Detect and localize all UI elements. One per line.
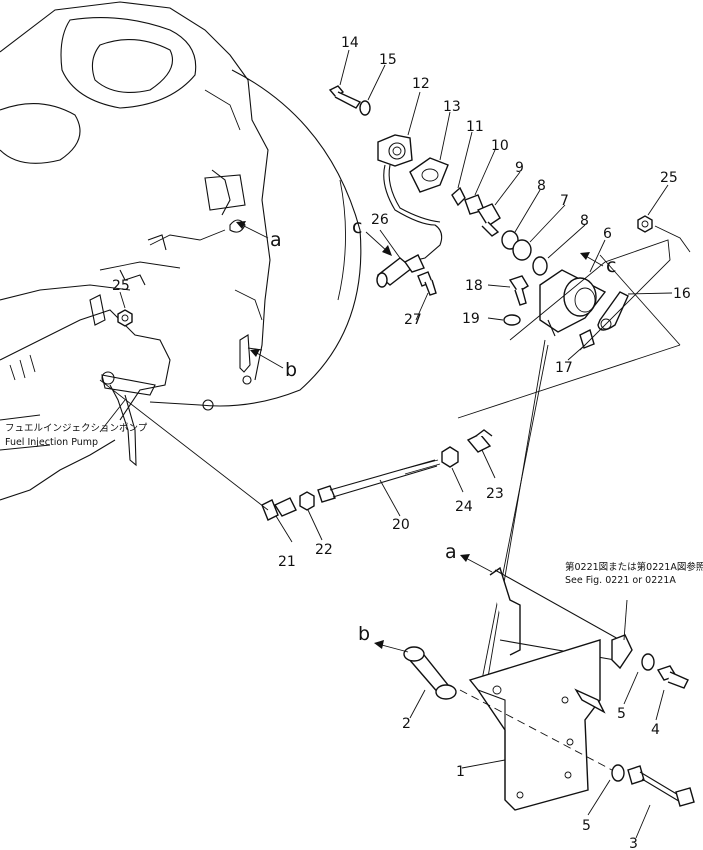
bushing-8-lower	[532, 256, 548, 276]
see-fig-note-jp: 第0221図または第0221A図参照	[565, 561, 703, 573]
callout-4: 4	[651, 722, 660, 738]
bolt-3	[627, 765, 695, 807]
callout-6: 6	[603, 226, 612, 242]
sensor-26	[376, 254, 425, 288]
callout-11: 11	[466, 119, 484, 135]
callout-24: 24	[455, 499, 473, 515]
callout-23: 23	[486, 486, 504, 502]
ref-arrows	[236, 221, 604, 653]
ref-c-sensor: c	[352, 216, 362, 238]
rod-end-21	[261, 497, 297, 521]
callout-19: 19	[462, 311, 480, 327]
callout-8-lower: 8	[580, 213, 589, 229]
bolt-4	[656, 665, 689, 689]
rod-20	[317, 459, 441, 503]
nut-24	[441, 446, 459, 468]
spacer-2	[403, 646, 457, 700]
nut-22	[299, 491, 315, 511]
gasket-13	[409, 157, 449, 193]
bolt-18	[508, 275, 529, 306]
fitting-11	[451, 186, 466, 207]
callout-20: 20	[392, 517, 410, 533]
lever-16	[597, 291, 629, 331]
callout-14: 14	[341, 35, 359, 51]
callout-5-upper: 5	[617, 706, 626, 722]
callout-16: 16	[673, 286, 691, 302]
bolt-27	[417, 271, 437, 296]
fitting-9	[476, 203, 501, 237]
rod-end-23	[466, 429, 493, 453]
see-fig-note-en: See Fig. 0221 or 0221A	[565, 575, 676, 586]
callout-3: 3	[629, 836, 638, 850]
pin-stub	[574, 688, 606, 714]
callout-8-top: 8	[537, 178, 546, 194]
callout-10: 10	[491, 138, 509, 154]
washer-19	[503, 314, 521, 326]
bolt-14	[328, 85, 362, 109]
nut-25-right	[637, 215, 653, 233]
callout-17: 17	[555, 360, 573, 376]
ref-b-engine: b	[285, 359, 297, 381]
washer-15	[359, 100, 371, 116]
washer-5-lower	[611, 764, 625, 782]
nut-25-left	[117, 309, 133, 327]
pin-17	[579, 328, 595, 349]
solenoid-6	[539, 269, 607, 337]
callout-1: 1	[456, 764, 465, 780]
callout-22: 22	[315, 542, 333, 558]
leader-lines	[119, 49, 673, 839]
ref-c-solenoid: c	[606, 255, 616, 277]
callout-25-left: 25	[112, 278, 130, 294]
callout-5-lower: 5	[582, 818, 591, 834]
callout-2: 2	[402, 716, 411, 732]
fuel-injection-pump	[0, 294, 171, 501]
ref-a-bracket: a	[445, 541, 457, 563]
pump-label-en: Fuel Injection Pump	[5, 437, 98, 448]
callout-18: 18	[465, 278, 483, 294]
callout-7: 7	[560, 193, 569, 209]
sensor-12	[377, 134, 413, 167]
callout-13: 13	[443, 99, 461, 115]
pump-label-jp: フュエルインジェクションポンプ	[5, 423, 148, 434]
callout-27: 27	[404, 312, 422, 328]
bushing-7	[512, 239, 532, 261]
engine-bracket-b	[239, 334, 263, 373]
callout-25-right: 25	[660, 170, 678, 186]
callout-21: 21	[278, 554, 296, 570]
callout-12: 12	[412, 76, 430, 92]
bracket-1	[468, 566, 621, 811]
washer-5-upper	[641, 653, 655, 671]
callout-9: 9	[515, 160, 524, 176]
ref-a-engine: a	[270, 229, 282, 251]
ref-b-bracket: b	[358, 623, 370, 645]
callout-26: 26	[371, 212, 389, 228]
callout-15: 15	[379, 52, 397, 68]
clip-ref-fig0221	[611, 634, 633, 670]
engine-block	[0, 1, 362, 411]
